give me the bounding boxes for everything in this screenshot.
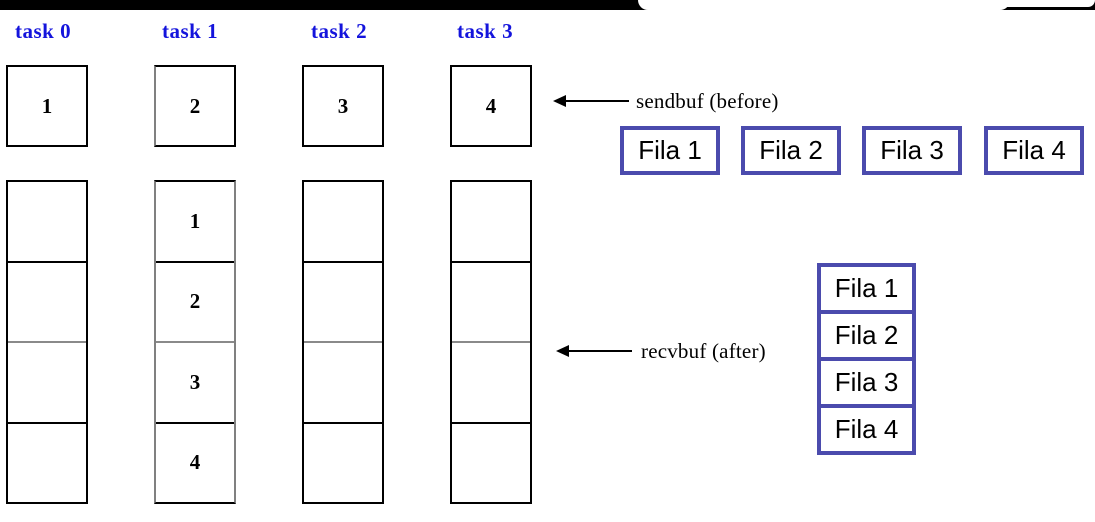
- recvbuf-cell: [452, 182, 530, 263]
- fila-stack-row-3: Fila 3: [821, 361, 912, 408]
- recvbuf-cell: [8, 343, 86, 424]
- fila-box-4: Fila 4: [984, 126, 1084, 175]
- sendbuf-cell-task1: 2: [154, 65, 236, 147]
- arrow-line: [561, 100, 629, 102]
- recvbuf-cell: [304, 263, 382, 343]
- task-label-2: task 2: [311, 19, 368, 43]
- recvbuf-cell: [8, 424, 86, 503]
- fila-box-3: Fila 3: [862, 126, 962, 175]
- task-label-0: task 0: [15, 19, 72, 43]
- recvbuf-cell: 2: [156, 263, 234, 343]
- sendbuf-leader-arrow: [553, 93, 631, 109]
- arrow-line: [564, 350, 632, 352]
- recvbuf-cell: [304, 424, 382, 503]
- recvbuf-cell: [8, 182, 86, 263]
- sendbuf-cell-task3: 4: [450, 65, 532, 147]
- arrow-head-left-icon: [553, 95, 566, 107]
- recvbuf-leader-label: recvbuf (after): [641, 339, 766, 363]
- sendbuf-cell-task2: 3: [302, 65, 384, 147]
- fila-box-label: Fila 3: [880, 135, 944, 165]
- sendbuf-cell-value: 1: [41, 93, 53, 118]
- fila-stack: Fila 1 Fila 2 Fila 3 Fila 4: [817, 263, 916, 455]
- fila-stack-row-1: Fila 1: [821, 267, 912, 314]
- recvbuf-column-task2: [302, 180, 384, 504]
- recvbuf-cell: [8, 263, 86, 343]
- fila-box-label: Fila 4: [1002, 135, 1066, 165]
- sendbuf-leader-label: sendbuf (before): [636, 89, 779, 113]
- fila-box-label: Fila 2: [759, 135, 823, 165]
- recvbuf-cell: 1: [156, 182, 234, 263]
- recvbuf-cell: [304, 182, 382, 263]
- recvbuf-cell: 4: [189, 450, 201, 475]
- top-black-band: [0, 0, 1095, 10]
- sendbuf-cell-value: 4: [485, 93, 497, 118]
- arrow-head-left-icon: [556, 345, 569, 357]
- fila-box-1: Fila 1: [620, 126, 720, 175]
- recvbuf-leader-arrow: [556, 343, 634, 359]
- band-white-bulge: [638, 0, 1010, 10]
- fila-box-2: Fila 2: [741, 126, 841, 175]
- recvbuf-cell: 3: [156, 343, 234, 424]
- recvbuf-column-task1: 1 2 3 4: [154, 180, 236, 504]
- sendbuf-cell-value: 2: [189, 93, 201, 118]
- sendbuf-cell-value: 3: [337, 93, 349, 118]
- recvbuf-cell: [304, 343, 382, 424]
- recvbuf-cell: [452, 424, 530, 503]
- recvbuf-column-task0: [6, 180, 88, 504]
- band-white-bulge-secondary: [996, 0, 1095, 7]
- task-label-3: task 3: [457, 19, 514, 43]
- fila-box-label: Fila 1: [638, 135, 702, 165]
- sendbuf-cell-task0: 1: [6, 65, 88, 147]
- recvbuf-cell: [452, 263, 530, 343]
- task-label-1: task 1: [162, 19, 219, 43]
- fila-stack-row-4: Fila 4: [834, 414, 899, 444]
- fila-stack-row-2: Fila 2: [821, 314, 912, 361]
- recvbuf-cell: [452, 343, 530, 424]
- recvbuf-column-task3: [450, 180, 532, 504]
